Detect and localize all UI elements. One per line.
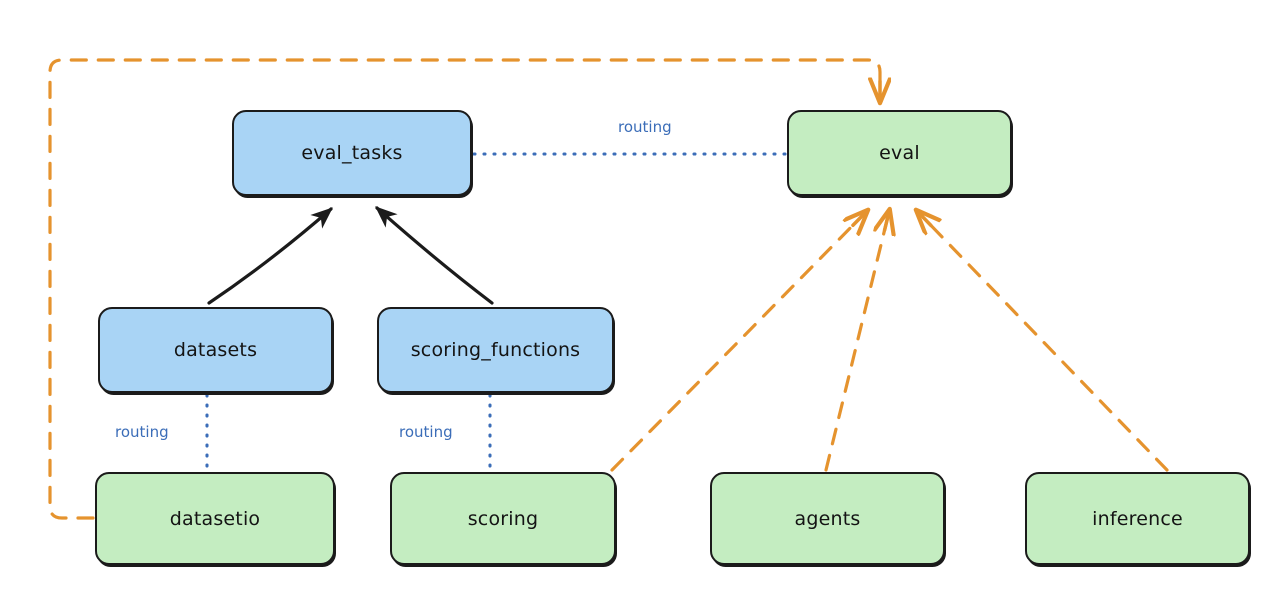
edge-label-routing-eval-tasks-eval: routing — [615, 118, 675, 136]
node-label-inference: inference — [1092, 507, 1183, 530]
node-label-datasetio: datasetio — [169, 507, 261, 530]
node-scoring-functions[interactable]: scoring_functions — [377, 307, 614, 393]
edge-datasets-to-eval-tasks — [207, 207, 333, 305]
node-inference[interactable]: inference — [1025, 472, 1250, 565]
node-label-eval-tasks: eval_tasks — [301, 142, 403, 164]
node-eval[interactable]: eval — [787, 110, 1012, 196]
edge-datasetio-to-eval — [48, 58, 880, 520]
node-scoring[interactable]: scoring — [390, 472, 616, 565]
node-datasetio[interactable]: datasetio — [95, 472, 335, 565]
node-label-agents: agents — [794, 507, 861, 530]
node-label-scoring-functions: scoring_functions — [410, 339, 581, 361]
node-label-scoring: scoring — [467, 507, 539, 530]
edge-agents-to-eval — [824, 212, 889, 472]
node-eval-tasks[interactable]: eval_tasks — [232, 110, 472, 196]
node-datasets[interactable]: datasets — [98, 307, 333, 393]
edge-scoring-functions-to-eval-tasks — [375, 206, 494, 305]
edge-inference-to-eval — [918, 212, 1169, 472]
node-label-eval: eval — [879, 142, 920, 164]
node-agents[interactable]: agents — [710, 472, 945, 565]
edge-label-routing-datasets-datasetio: routing — [112, 423, 172, 441]
edge-scoring-to-eval — [610, 212, 866, 472]
node-label-datasets: datasets — [173, 339, 258, 361]
edge-label-routing-scoring-functions-scoring: routing — [396, 423, 456, 441]
